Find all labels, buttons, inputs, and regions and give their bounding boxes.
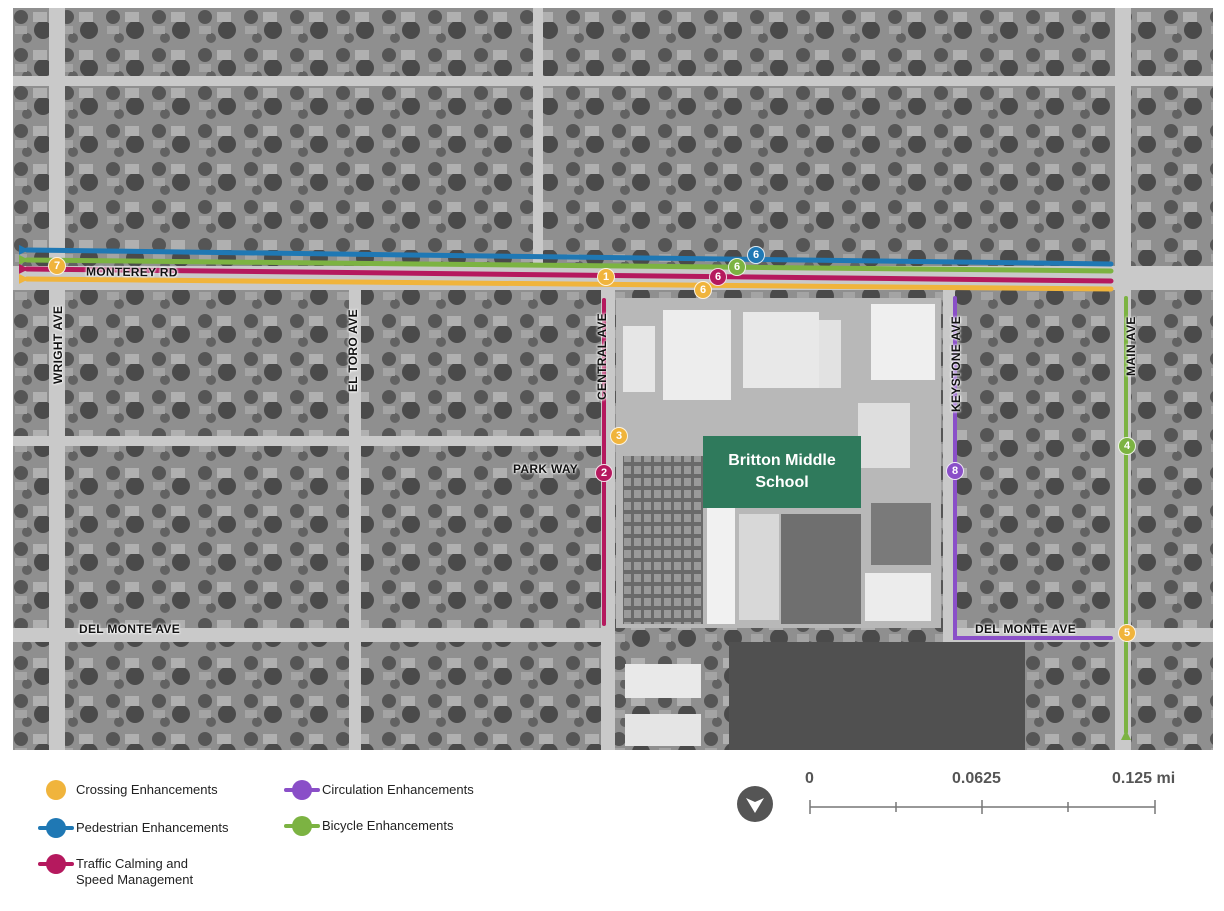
north-arrow-icon xyxy=(737,786,773,822)
street-label-monterey-rd: MONTEREY RD xyxy=(85,264,178,280)
scale-bar: 0 0.0625 0.125 mi xyxy=(800,770,1180,830)
pedestrian-symbol-icon xyxy=(36,818,76,838)
crossing-symbol-icon xyxy=(36,780,76,800)
marker-5-crossing[interactable]: 5 xyxy=(1118,624,1136,642)
scale-label-zero: 0 xyxy=(805,770,814,787)
street-label-main-ave: MAIN AVE xyxy=(1124,316,1138,376)
marker-1-crossing[interactable]: 1 xyxy=(597,268,615,286)
traffic-route-monterey xyxy=(18,263,1114,284)
street-label-del-monte-ave-west: DEL MONTE AVE xyxy=(79,622,181,636)
legend-label-crossing: Crossing Enhancements xyxy=(76,782,218,797)
street-label-central-ave: CENTRAL AVE xyxy=(595,312,609,400)
map-canvas xyxy=(13,8,1213,750)
marker-3-crossing[interactable]: 3 xyxy=(610,427,628,445)
enhancement-routes xyxy=(18,244,1131,740)
legend-label-bicycle: Bicycle Enhancements xyxy=(322,818,454,833)
street-label-park-way: PARK WAY xyxy=(513,462,579,476)
legend-item-traffic: Traffic Calming and Speed Management xyxy=(36,854,226,888)
school-name: Britton Middle School xyxy=(728,452,836,491)
street-label-del-monte-ave-east: DEL MONTE AVE xyxy=(975,622,1077,636)
street-label-wright-ave: WRIGHT AVE xyxy=(51,305,65,384)
legend-item-bicycle: Bicycle Enhancements xyxy=(282,816,492,836)
circulation-symbol-icon xyxy=(282,780,322,800)
street-label-keystone-ave: KEYSTONE AVE xyxy=(949,315,963,412)
marker-6-traffic-calming[interactable]: 6 xyxy=(709,268,727,286)
marker-7-crossing[interactable]: 7 xyxy=(48,257,66,275)
traffic-symbol-icon xyxy=(36,854,76,874)
marker-2-traffic-calming[interactable]: 2 xyxy=(595,464,613,482)
legend-item-pedestrian: Pedestrian Enhancements xyxy=(36,818,246,838)
pedestrian-route-monterey xyxy=(18,244,1114,267)
legend-label-circulation: Circulation Enhancements xyxy=(322,782,474,797)
marker-8-circulation[interactable]: 8 xyxy=(946,462,964,480)
marker-6-crossing[interactable]: 6 xyxy=(694,281,712,299)
bicycle-route-monterey xyxy=(18,254,1114,274)
marker-4-bicycle[interactable]: 4 xyxy=(1118,437,1136,455)
scale-label-max: 0.125 mi xyxy=(1112,770,1176,787)
aerial-map[interactable]: MONTEREY RD WRIGHT AVE EL TORO AVE CENTR… xyxy=(13,8,1213,750)
crossing-route-monterey xyxy=(18,273,1114,292)
marker-6-pedestrian[interactable]: 6 xyxy=(747,246,765,264)
legend-label-traffic: Traffic Calming and Speed Management xyxy=(76,856,194,887)
scale-label-mid: 0.0625 xyxy=(952,770,1001,787)
street-label-el-toro-ave: EL TORO AVE xyxy=(346,309,360,392)
marker-6-bicycle[interactable]: 6 xyxy=(728,258,746,276)
bicycle-symbol-icon xyxy=(282,816,322,836)
circulation-route-keystone xyxy=(953,296,1113,640)
north-arrow-glyph xyxy=(746,798,764,813)
legend-label-pedestrian: Pedestrian Enhancements xyxy=(76,820,229,835)
legend-item-crossing: Crossing Enhancements xyxy=(36,780,246,800)
school-label[interactable]: Britton Middle School xyxy=(703,436,861,508)
legend-item-circulation: Circulation Enhancements xyxy=(282,780,492,800)
scale-bar-graphic xyxy=(809,800,1156,814)
